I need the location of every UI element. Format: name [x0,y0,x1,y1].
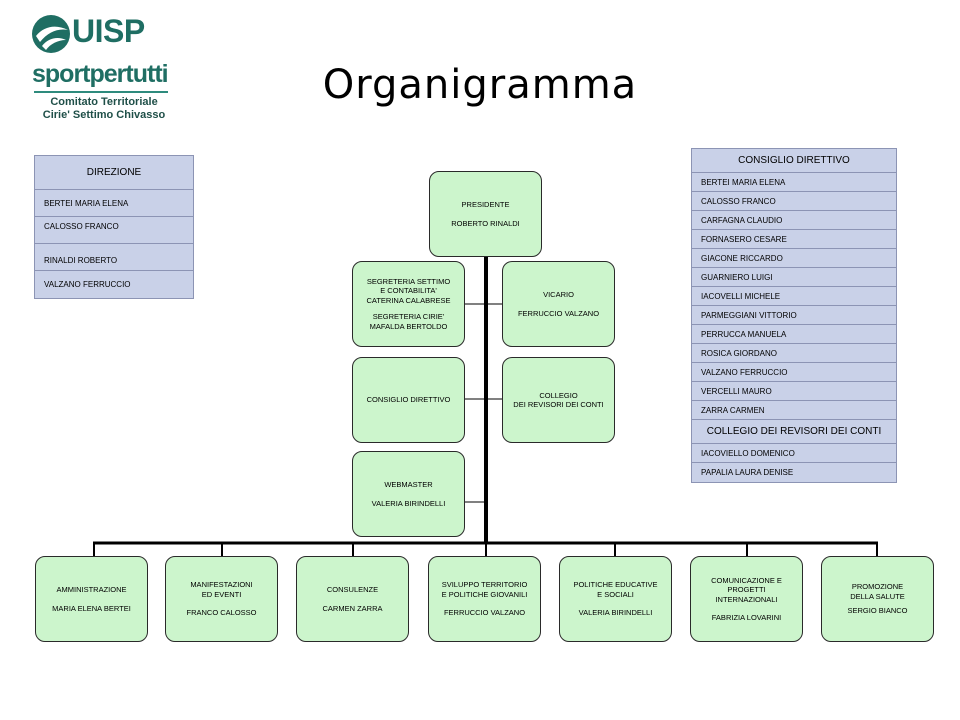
consiglio-direttivo-box: CONSIGLIO DIRETTIVO [352,357,465,443]
segreteria-role-2: SEGRETERIA CIRIE' [372,312,445,322]
area-name: FERRUCCIO VALZANO [443,608,526,618]
logo-tagline: sportpertutti [32,60,169,88]
direzione-row: BERTEI MARIA ELENA [35,190,193,217]
area-role-line: INTERNAZIONALI [715,594,778,604]
presidente-name: ROBERTO RINALDI [451,218,520,228]
area-role-line: PROGETTI [727,585,766,594]
area-box-consulenze: CONSULENZE CARMEN ZARRA [296,556,409,642]
consiglio-row: GUARNIERO LUIGI [692,268,896,287]
segreteria-name-2: MAFALDA BERTOLDO [369,321,448,331]
area-box-amministrazione: AMMINISTRAZIONE MARIA ELENA BERTEI [35,556,148,642]
consiglio-row: GIACONE RICCARDO [692,249,896,268]
area-role-line: PROMOZIONE [851,582,904,592]
area-role-line: MANIFESTAZIONI [190,580,253,590]
area-name: VALERIA BIRINDELLI [578,608,653,618]
logo-line-2: Cirie' Settimo Chivasso [42,109,166,121]
logo-rule [34,91,168,93]
collegio-row: IACOVIELLO DOMENICO [692,444,896,463]
area-name: CARMEN ZARRA [322,603,383,613]
consiglio-row: PARMEGGIANI VITTORIO [692,306,896,325]
area-role-line: E SOCIALI [597,589,634,599]
area-box-manifestazioni: MANIFESTAZIONI ED EVENTI FRANCO CALOSSO [165,556,278,642]
area-role-line: POLITICHE EDUCATIVE [573,580,658,590]
consiglio-row: ROSICA GIORDANO [692,344,896,363]
collegio-revisori-box: COLLEGIO DEI REVISORI DEI CONTI [502,357,615,443]
area-role-line: COMUNICAZIONE E [711,575,782,585]
webmaster-box: WEBMASTER VALERIA BIRINDELLI [352,451,465,537]
direzione-row: VALZANO FERRUCCIO [44,280,131,289]
collegio-row: PAPALIA LAURA DENISE [701,468,794,477]
area-name: FABRIZIA LOVARINI [711,613,782,622]
logo-brand: UISP [72,13,145,49]
vicario-box: VICARIO FERRUCCIO VALZANO [502,261,615,347]
consiglio-row: CARFAGNA CLAUDIO [692,211,896,230]
area-box-politiche-educative: POLITICHE EDUCATIVE E SOCIALI VALERIA BI… [559,556,672,642]
consiglio-direttivo-table: CONSIGLIO DIRETTIVO BERTEI MARIA ELENA C… [691,148,897,483]
collegio-role-1: COLLEGIO [539,390,578,400]
presidente-role: PRESIDENTE [461,200,510,209]
uisp-logo: UISP sportpertutti Comitato Territoriale… [30,12,180,121]
area-name: FRANCO CALOSSO [186,608,257,618]
consiglio-row: VALZANO FERRUCCIO [692,363,896,382]
consiglio-row: CALOSSO FRANCO [692,192,896,211]
area-box-comunicazione: COMUNICAZIONE E PROGETTI INTERNAZIONALI … [690,556,803,642]
collegio-revisori-header: COLLEGIO DEI REVISORI DEI CONTI [692,420,896,444]
area-role-line: DELLA SALUTE [850,591,905,601]
webmaster-role: WEBMASTER [384,480,433,489]
area-role-line: SVILUPPO TERRITORIO [441,580,528,590]
presidente-box: PRESIDENTE ROBERTO RINALDI [429,171,542,257]
consiglio-direttivo-header: CONSIGLIO DIRETTIVO [692,149,896,173]
segreteria-name-1: CATERINA CALABRESE [366,295,451,305]
page-title: Organigramma [322,62,638,108]
area-role-line: CONSULENZE [326,585,379,594]
segreteria-role-1a: SEGRETERIA SETTIMO [366,276,451,286]
uisp-emblem-icon [32,15,70,53]
consiglio-row: PERRUCCA MANUELA [692,325,896,344]
segreteria-role-1b: E CONTABILITA' [380,286,437,296]
area-name: MARIA ELENA BERTEI [52,603,131,613]
logo-line-1: Comitato Territoriale [50,96,158,108]
consiglio-row: FORNASERO CESARE [692,230,896,249]
area-name: SERGIO BIANCO [847,606,908,616]
direzione-header: DIREZIONE [35,156,193,190]
consiglio-row: BERTEI MARIA ELENA [692,173,896,192]
direzione-table: DIREZIONE BERTEI MARIA ELENA CALOSSO FRA… [34,155,194,299]
collegio-role-2: DEI REVISORI DEI CONTI [513,400,604,409]
area-role-line: E POLITICHE GIOVANILI [441,589,528,599]
webmaster-name: VALERIA BIRINDELLI [371,498,446,508]
consiglio-row: ZARRA CARMEN [692,401,896,420]
area-box-sviluppo-territorio: SVILUPPO TERRITORIO E POLITICHE GIOVANIL… [428,556,541,642]
consiglio-row: IACOVELLI MICHELE [692,287,896,306]
area-role-line: ED EVENTI [201,589,242,599]
vicario-name: FERRUCCIO VALZANO [517,308,600,318]
consiglio-row: VERCELLI MAURO [692,382,896,401]
area-role-line: AMMINISTRAZIONE [56,585,127,594]
segreteria-box: SEGRETERIA SETTIMO E CONTABILITA' CATERI… [352,261,465,347]
consiglio-role: CONSIGLIO DIRETTIVO [366,395,451,405]
direzione-row: CALOSSO FRANCO [35,217,193,244]
area-box-promozione-salute: PROMOZIONE DELLA SALUTE SERGIO BIANCO [821,556,934,642]
direzione-row: RINALDI ROBERTO [35,244,193,271]
vicario-role: VICARIO [543,290,574,299]
